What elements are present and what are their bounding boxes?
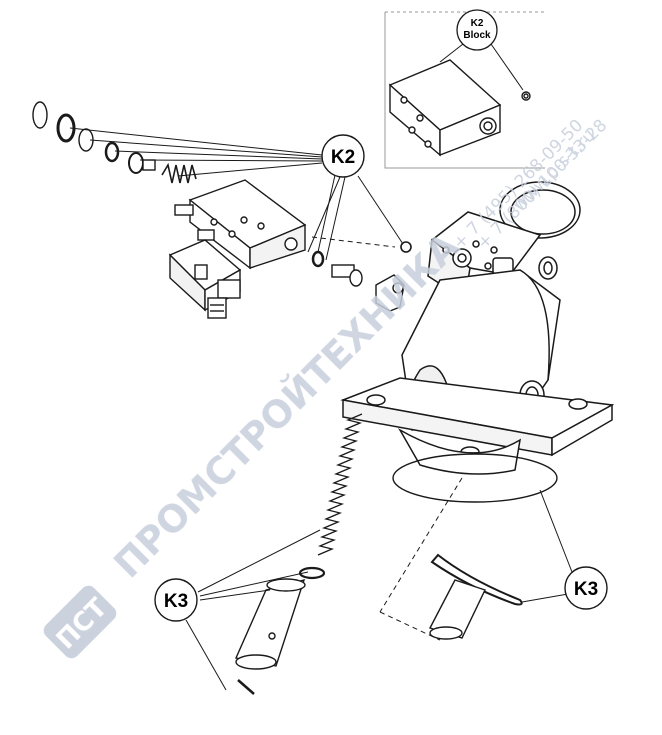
k3-right-leader-lines [521,489,573,603]
snap-ring-part [32,101,48,129]
k3-right-parts [428,553,523,640]
inset-title-line2: Block [463,30,491,41]
k3-right-callout-label: K3 [574,579,598,600]
check-valve-part [331,264,363,287]
k3-left-callout: K3 [154,578,198,622]
k3-right-callout: K3 [564,566,608,610]
solenoid-coil-part [168,239,242,319]
k3-left-leader-lines [185,529,321,691]
long-spring-part [317,413,363,556]
k2-block-part [388,59,531,157]
k2-callout-label: K2 [331,147,355,168]
washer-part [298,566,326,580]
elbow-fitting-part [375,274,405,312]
valve-block-part [188,179,307,270]
inset-title-line1: K2 [471,18,484,29]
k3-dashed-leaders [379,477,463,641]
k2-block-inset: K2 Block [384,9,545,169]
k2-parts-group [32,101,412,319]
seal-part [311,250,325,268]
poppet-part [128,152,144,174]
piston-part [235,578,306,670]
disc-part [104,141,120,163]
watermark-logo-badge [43,585,117,659]
fitting-part-2 [197,229,215,241]
gasket-ring-part [392,453,558,503]
fitting-part [174,204,194,216]
spring-part [161,162,197,184]
k2-leader-lines [69,127,404,261]
k3-left-parts [235,413,363,695]
main-housing-part [340,181,615,475]
k2-callout: K2 [321,134,365,178]
poppet-stem-part [142,159,156,171]
inset-label-bubble [456,9,498,51]
k3-left-callout-label: K3 [164,591,188,612]
